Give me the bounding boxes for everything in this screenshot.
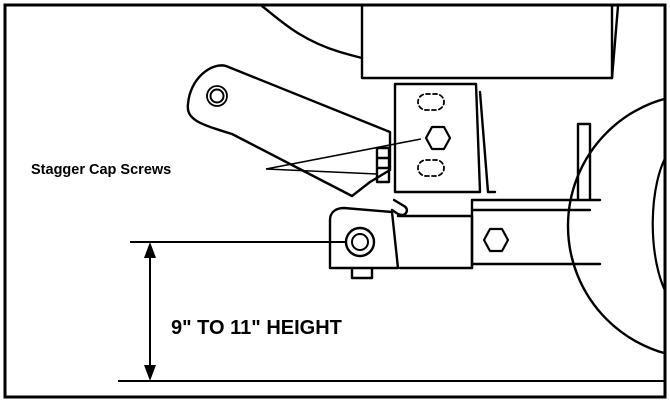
wheel-outer: [566, 97, 664, 355]
hex-bolt-plate: [424, 125, 452, 151]
hex-bolt-rail: [482, 227, 510, 253]
stagger-cap-screws-label: Stagger Cap Screws: [31, 162, 171, 178]
cap-screw-stack: [375, 146, 391, 184]
arm-mount-hole: [209, 88, 225, 104]
hitch-pin-inner: [351, 233, 369, 251]
arrow-down-icon: [144, 365, 156, 381]
hook-lug: [390, 198, 409, 217]
figure-border: [3, 3, 667, 399]
upper-housing-curve: [260, 6, 364, 60]
slot-hole-upper: [417, 93, 445, 111]
arrow-up-icon: [144, 242, 156, 258]
slot-hole-lower: [417, 159, 445, 177]
mounting-plate: [393, 82, 482, 194]
right-diagonal-bracket: [610, 6, 620, 80]
height-range-label: 9" TO 11" HEIGHT: [171, 317, 342, 339]
lower-frame-beam: [396, 214, 474, 270]
bottom-lug: [350, 266, 374, 280]
plate-right-edge: [478, 90, 497, 194]
callout-leader-lower: [265, 168, 378, 175]
right-support-post: [576, 122, 592, 202]
side-arm-bracket: [186, 64, 392, 198]
lower-link-bracket: [328, 206, 400, 270]
hitch-pin-outer: [344, 226, 376, 258]
callout-leader-upper: [265, 138, 422, 170]
arm-mount-hole-outer: [206, 85, 228, 107]
engine-block: [360, 6, 614, 80]
wheel-hub: [651, 158, 664, 292]
